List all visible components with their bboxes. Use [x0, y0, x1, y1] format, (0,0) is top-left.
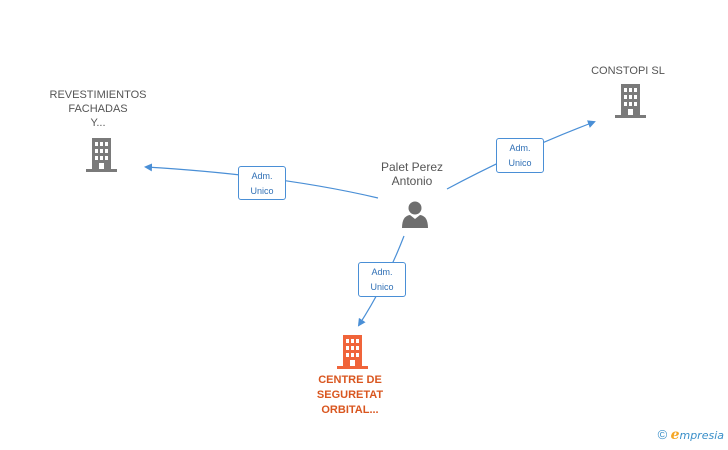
- brand-initial: e: [670, 427, 680, 443]
- label-line: Y...: [90, 117, 106, 129]
- edge-role-badge[interactable]: Adm. Unico: [496, 138, 544, 173]
- edge-role-badge[interactable]: Adm. Unico: [358, 262, 406, 297]
- node-label-constopi[interactable]: CONSTOPI SL: [578, 64, 678, 78]
- badge-line: Adm.: [371, 267, 393, 277]
- empresia-credit: © empresia: [658, 427, 724, 443]
- building-icon[interactable]: [86, 138, 117, 172]
- badge-line: Adm.: [509, 143, 531, 153]
- brand-name: mpresia: [679, 429, 724, 442]
- label-line: CENTRE DE: [318, 374, 382, 386]
- label-line: Palet Perez: [380, 160, 444, 174]
- building-icon[interactable]: [615, 84, 646, 118]
- node-label-person[interactable]: Palet Perez Antonio: [362, 160, 462, 188]
- label-line: REVESTIMIENTOS: [49, 89, 147, 101]
- badge-line: Adm.: [251, 171, 273, 181]
- label-line: SEGURETAT: [316, 389, 384, 401]
- badge-line: Unico: [370, 282, 394, 292]
- edge-role-badge[interactable]: Adm. Unico: [238, 166, 286, 200]
- label-line: Antonio: [391, 174, 433, 188]
- badge-line: Unico: [508, 158, 532, 168]
- person-icon[interactable]: [402, 201, 428, 229]
- node-label-revestimientos[interactable]: REVESTIMIENTOS FACHADAS Y...: [38, 88, 158, 130]
- node-label-centre[interactable]: CENTRE DE SEGURETAT ORBITAL...: [300, 373, 400, 418]
- label-line: CONSTOPI SL: [591, 65, 665, 77]
- label-line: FACHADAS: [68, 103, 128, 115]
- building-icon-highlighted[interactable]: [337, 335, 368, 369]
- label-line: ORBITAL...: [321, 404, 379, 416]
- badge-line: Unico: [250, 186, 274, 196]
- copyright-symbol: ©: [657, 427, 668, 442]
